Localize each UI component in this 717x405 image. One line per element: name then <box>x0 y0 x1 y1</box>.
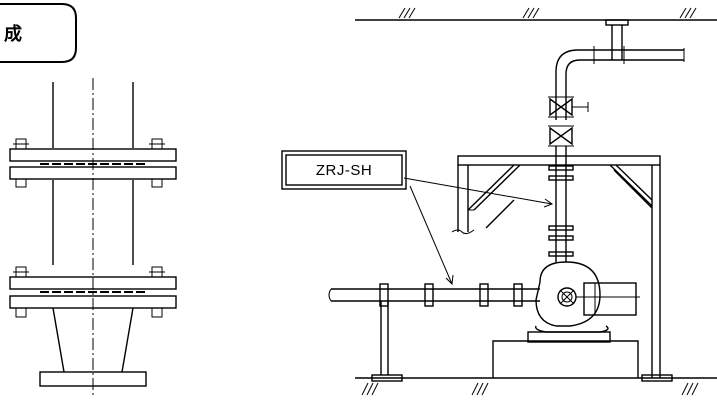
support-base <box>39 307 147 387</box>
model-callout: ZRJ-SH <box>281 150 554 286</box>
upper-flange-joint <box>9 138 177 188</box>
section-title-tab: 成 <box>0 3 77 63</box>
lower-flange-joint <box>9 266 177 318</box>
callout-label: ZRJ-SH <box>316 162 372 179</box>
section-title: 成 <box>4 23 22 45</box>
vertical-flange-detail <box>9 78 177 395</box>
floor-hatch <box>361 382 699 396</box>
ceiling-hatch <box>398 7 697 19</box>
suction-pipe <box>328 283 540 382</box>
check-valve <box>548 125 574 147</box>
gate-valve <box>548 96 589 118</box>
centrifugal-pump <box>527 261 640 343</box>
pump-installation: ZRJ-SH <box>281 7 717 396</box>
support-frame <box>451 155 661 378</box>
pump-foundation <box>492 340 639 378</box>
